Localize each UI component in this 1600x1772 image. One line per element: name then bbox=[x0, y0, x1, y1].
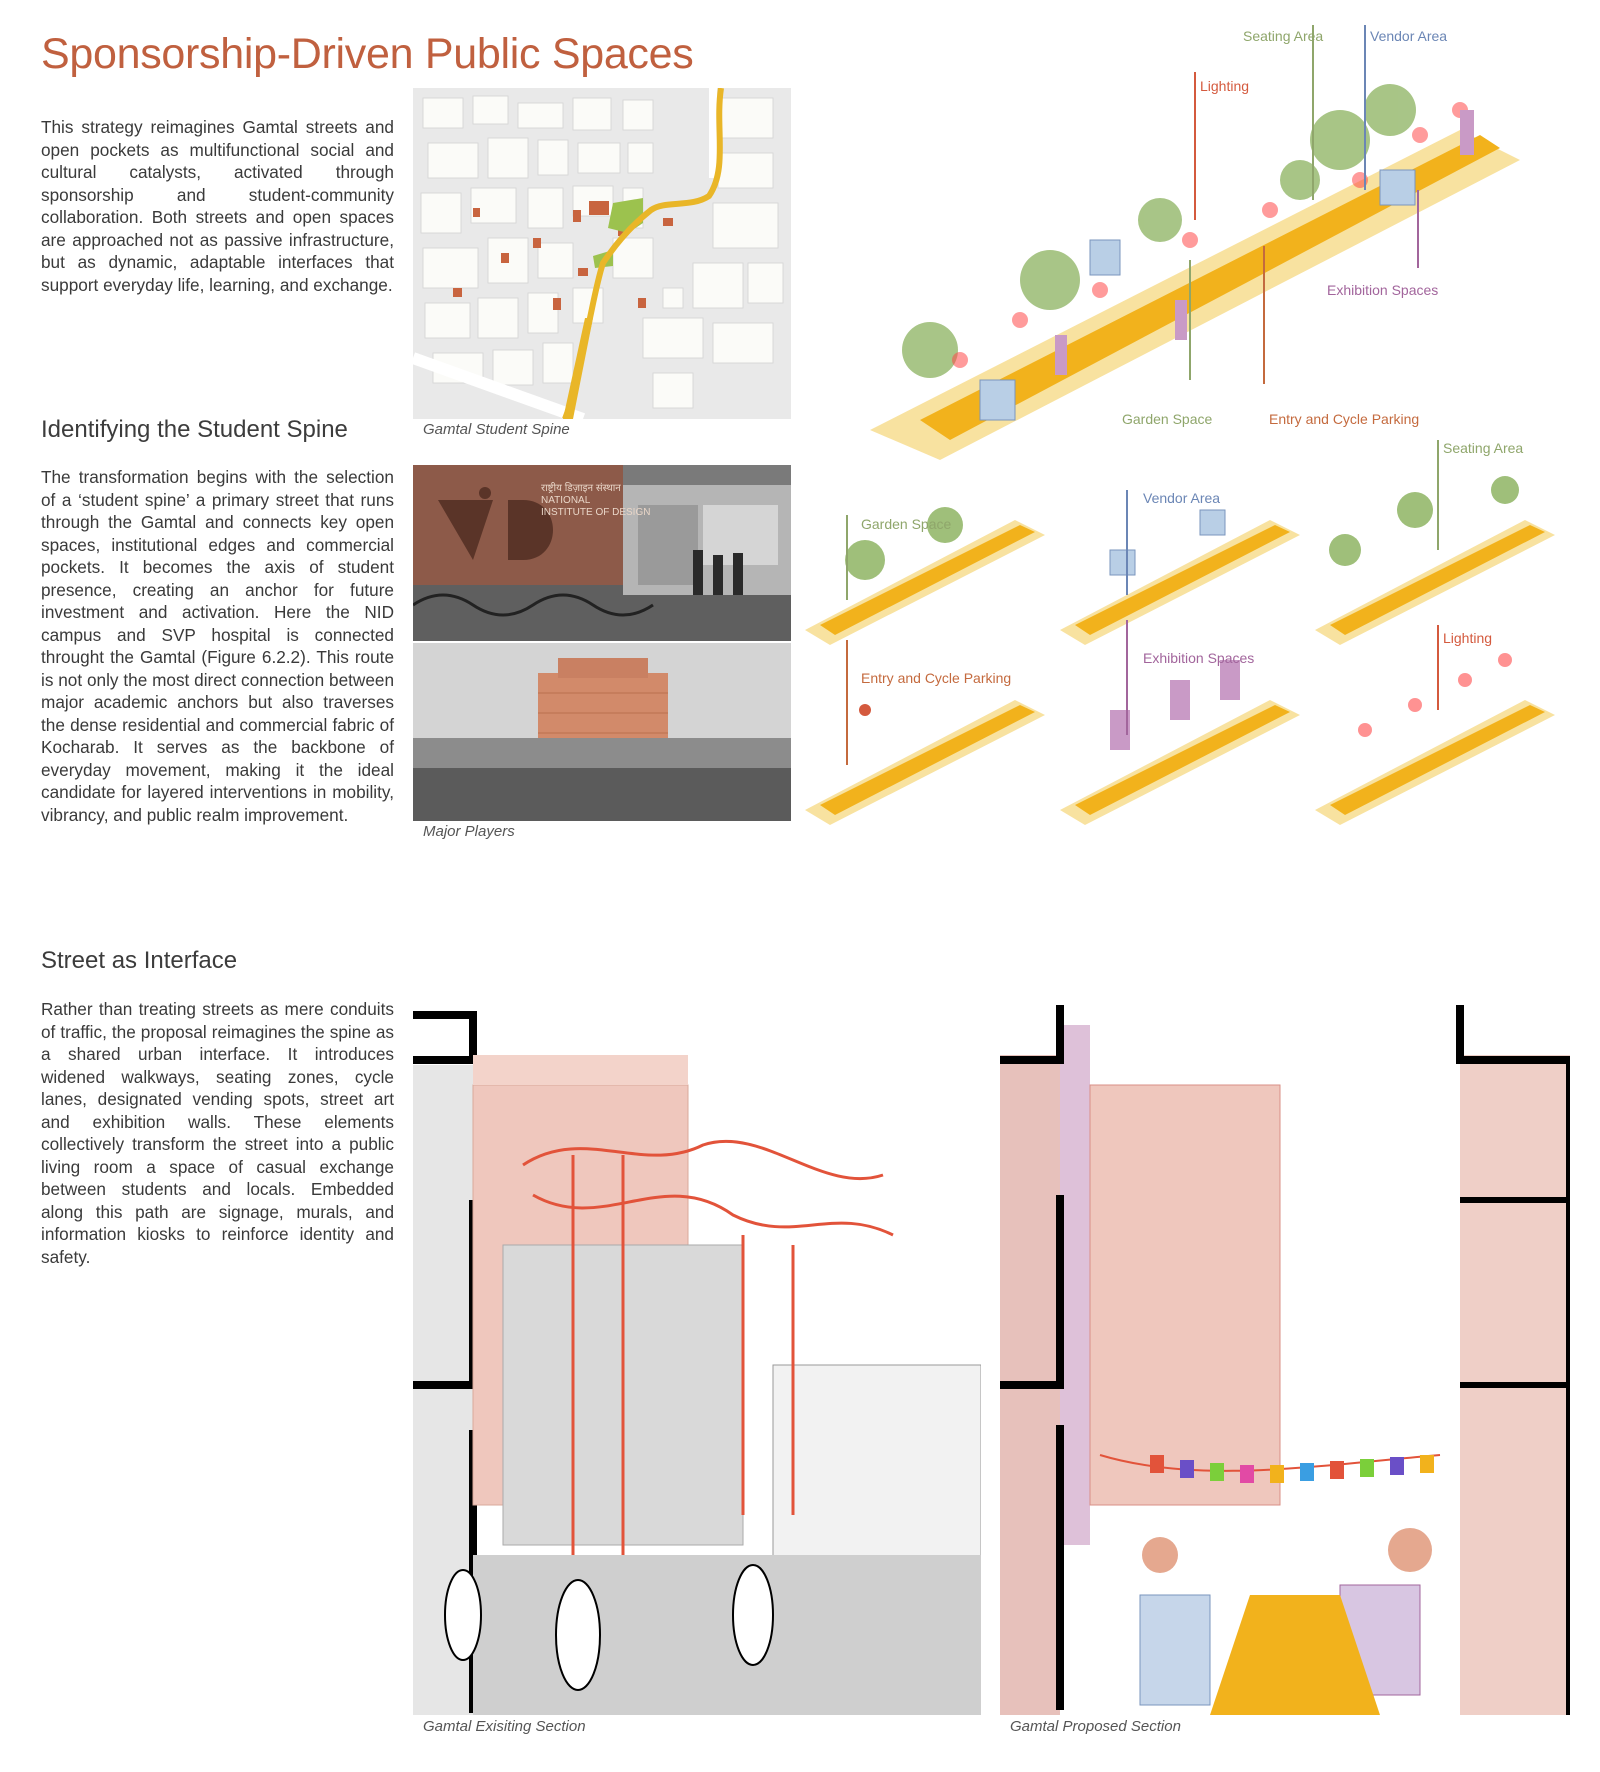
label-exhibition: Exhibition Spaces bbox=[1327, 282, 1439, 298]
hospital-photo bbox=[413, 643, 791, 821]
small-label-lighting: Lighting bbox=[1443, 630, 1493, 646]
axonometric-diagram: Seating Area Vendor Area Lighting Exhibi… bbox=[860, 20, 1580, 460]
small-label-entry: Entry and Cycle Parking bbox=[861, 670, 1012, 686]
label-garden: Garden Space bbox=[1122, 411, 1213, 427]
proposed-caption: Gamtal Proposed Section bbox=[1010, 1718, 1181, 1735]
small-label-seating: Seating Area bbox=[1443, 440, 1524, 456]
existing-caption: Gamtal Exisiting Section bbox=[423, 1718, 586, 1735]
street-paragraph: Rather than treating streets as mere con… bbox=[41, 999, 394, 1267]
small-label-garden: Garden Space bbox=[861, 516, 952, 532]
small-axon-grid: Garden Space Vendor Area Seating Area En… bbox=[795, 440, 1580, 850]
small-label-exhibition: Exhibition Spaces bbox=[1143, 650, 1255, 666]
page-title: Sponsorship-Driven Public Spaces bbox=[41, 30, 694, 78]
map-caption: Gamtal Student Spine bbox=[423, 421, 570, 438]
proposed-section bbox=[1000, 895, 1570, 1715]
spine-paragraph: The transformation begins with the selec… bbox=[41, 467, 394, 825]
gamtal-map bbox=[413, 88, 791, 419]
intro-paragraph: This strategy reimagines Gamtal streets … bbox=[41, 117, 394, 295]
existing-section bbox=[413, 995, 981, 1715]
street-heading: Street as Interface bbox=[41, 947, 238, 974]
sign-line1: NATIONAL bbox=[541, 495, 591, 506]
players-caption: Major Players bbox=[423, 823, 515, 840]
label-lighting: Lighting bbox=[1200, 78, 1250, 94]
nid-sign-text: राष्ट्रीय डिज़ाइन संस्थान NATIONAL INSTI… bbox=[541, 483, 650, 519]
label-vendor: Vendor Area bbox=[1370, 28, 1448, 44]
spine-heading: Identifying the Student Spine bbox=[41, 416, 348, 443]
label-seating: Seating Area bbox=[1243, 28, 1324, 44]
sign-hindi: राष्ट्रीय डिज़ाइन संस्थान bbox=[541, 483, 621, 494]
label-entry: Entry and Cycle Parking bbox=[1269, 411, 1420, 427]
sign-line2: INSTITUTE OF DESIGN bbox=[541, 507, 651, 518]
small-label-vendor: Vendor Area bbox=[1143, 490, 1221, 506]
nid-photo: राष्ट्रीय डिज़ाइन संस्थान NATIONAL INSTI… bbox=[413, 465, 791, 641]
